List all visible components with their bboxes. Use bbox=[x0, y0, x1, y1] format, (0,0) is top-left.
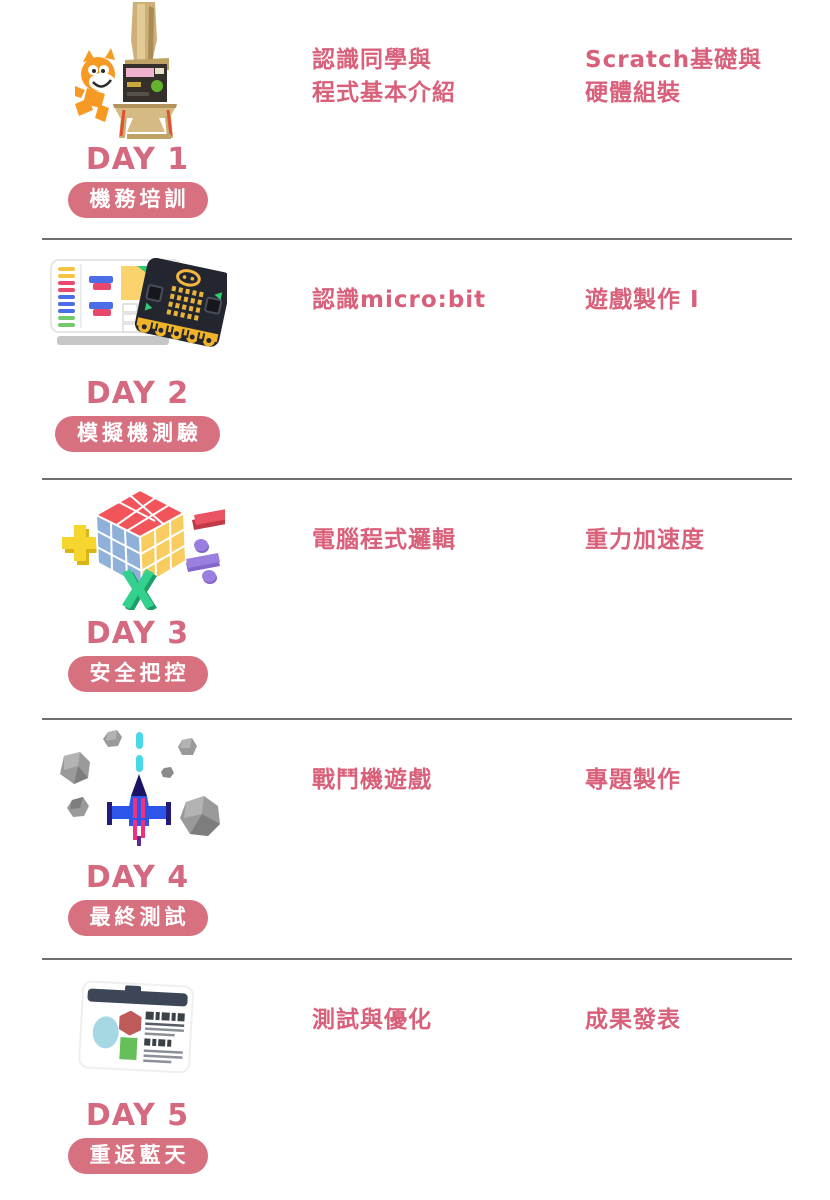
day2-topic-right: 遊戲製作 I bbox=[585, 240, 830, 478]
day4-topic-right: 專題製作 bbox=[585, 720, 830, 962]
day4-art bbox=[0, 720, 275, 858]
plus-symbol bbox=[62, 524, 101, 565]
divide-symbol bbox=[186, 538, 220, 584]
day1-left-column: DAY 1 機務培訓 bbox=[0, 0, 275, 244]
day1-badge: 機務培訓 bbox=[67, 182, 208, 218]
schedule-row-day3: DAY 3 安全把控 電腦程式邏輯 重力加速度 bbox=[0, 480, 830, 718]
row-divider bbox=[42, 478, 792, 480]
day3-art bbox=[0, 480, 275, 614]
day2-badge: 模擬機測驗 bbox=[55, 416, 220, 452]
fighter-ship bbox=[107, 774, 171, 846]
day3-label: DAY 3 bbox=[85, 616, 190, 651]
schedule-row-day2: DAY 2 模擬機測驗 認識micro:bit 遊戲製作 I bbox=[0, 240, 830, 478]
row-divider bbox=[42, 958, 792, 960]
topic-line: 程式基本介紹 bbox=[312, 80, 456, 106]
day3-topic-right: 重力加速度 bbox=[585, 480, 830, 718]
topic-line: 專題製作 bbox=[585, 767, 681, 793]
day5-label: DAY 5 bbox=[85, 1098, 190, 1133]
day5-topic-right: 成果發表 bbox=[585, 960, 830, 1200]
scratch-cat-robot-illustration bbox=[75, 2, 177, 139]
day1-label: DAY 1 bbox=[85, 142, 190, 177]
day2-topic-left: 認識micro:bit bbox=[275, 240, 585, 478]
day3-left-column: DAY 3 安全把控 bbox=[0, 480, 275, 718]
spaceship-game-illustration bbox=[60, 730, 220, 846]
topic-line: 戰鬥機遊戲 bbox=[312, 767, 432, 793]
topic-line: 電腦程式邏輯 bbox=[312, 527, 456, 553]
day4-badge: 最終測試 bbox=[67, 900, 208, 936]
topic-line: 遊戲製作 I bbox=[585, 287, 700, 313]
day5-badge: 重返藍天 bbox=[67, 1138, 208, 1174]
day3-topic-left: 電腦程式邏輯 bbox=[275, 480, 585, 718]
topic-line: 認識同學與 bbox=[312, 47, 432, 73]
row-divider bbox=[42, 718, 792, 720]
day4-topic-left: 戰鬥機遊戲 bbox=[275, 720, 585, 962]
day4-left-column: DAY 4 最終測試 bbox=[0, 720, 275, 962]
schedule-row-day1: DAY 1 機務培訓 認識同學與 程式基本介紹 Scratch基礎與 硬體組裝 bbox=[0, 0, 830, 238]
day5-art bbox=[0, 960, 275, 1096]
asteroids bbox=[60, 730, 220, 836]
topic-line: 重力加速度 bbox=[585, 527, 705, 553]
block-palette bbox=[57, 267, 75, 327]
minus-symbol bbox=[192, 508, 225, 530]
topic-line: Scratch基礎與 bbox=[585, 47, 763, 73]
topic-line: 認識micro:bit bbox=[312, 287, 487, 313]
topic-line: 成果發表 bbox=[585, 1007, 681, 1033]
day2-label: DAY 2 bbox=[85, 376, 190, 411]
day1-art bbox=[0, 0, 275, 140]
day4-label: DAY 4 bbox=[85, 860, 190, 895]
day2-art bbox=[0, 240, 275, 374]
day2-left-column: DAY 2 模擬機測驗 bbox=[0, 240, 275, 478]
day3-badge: 安全把控 bbox=[67, 656, 208, 692]
schedule-row-day5: DAY 5 重返藍天 測試與優化 成果發表 bbox=[0, 960, 830, 1200]
microbit-board bbox=[134, 258, 227, 347]
laptop-microbit-illustration bbox=[49, 258, 227, 347]
rubiks-cube-math-illustration bbox=[62, 488, 225, 610]
day1-topic-left: 認識同學與 程式基本介紹 bbox=[275, 0, 585, 244]
multiply-symbol bbox=[122, 568, 157, 610]
schedule-row-day4: DAY 4 最終測試 戰鬥機遊戲 專題製作 bbox=[0, 720, 830, 958]
day5-topic-left: 測試與優化 bbox=[275, 960, 585, 1200]
day1-topic-right: Scratch基礎與 硬體組裝 bbox=[585, 0, 830, 244]
rubiks-cube bbox=[95, 488, 187, 588]
topic-line: 硬體組裝 bbox=[585, 80, 681, 106]
day5-left-column: DAY 5 重返藍天 bbox=[0, 960, 275, 1200]
row-divider bbox=[42, 238, 792, 240]
presentation-slide-illustration bbox=[78, 980, 194, 1074]
topic-line: 測試與優化 bbox=[312, 1007, 432, 1033]
